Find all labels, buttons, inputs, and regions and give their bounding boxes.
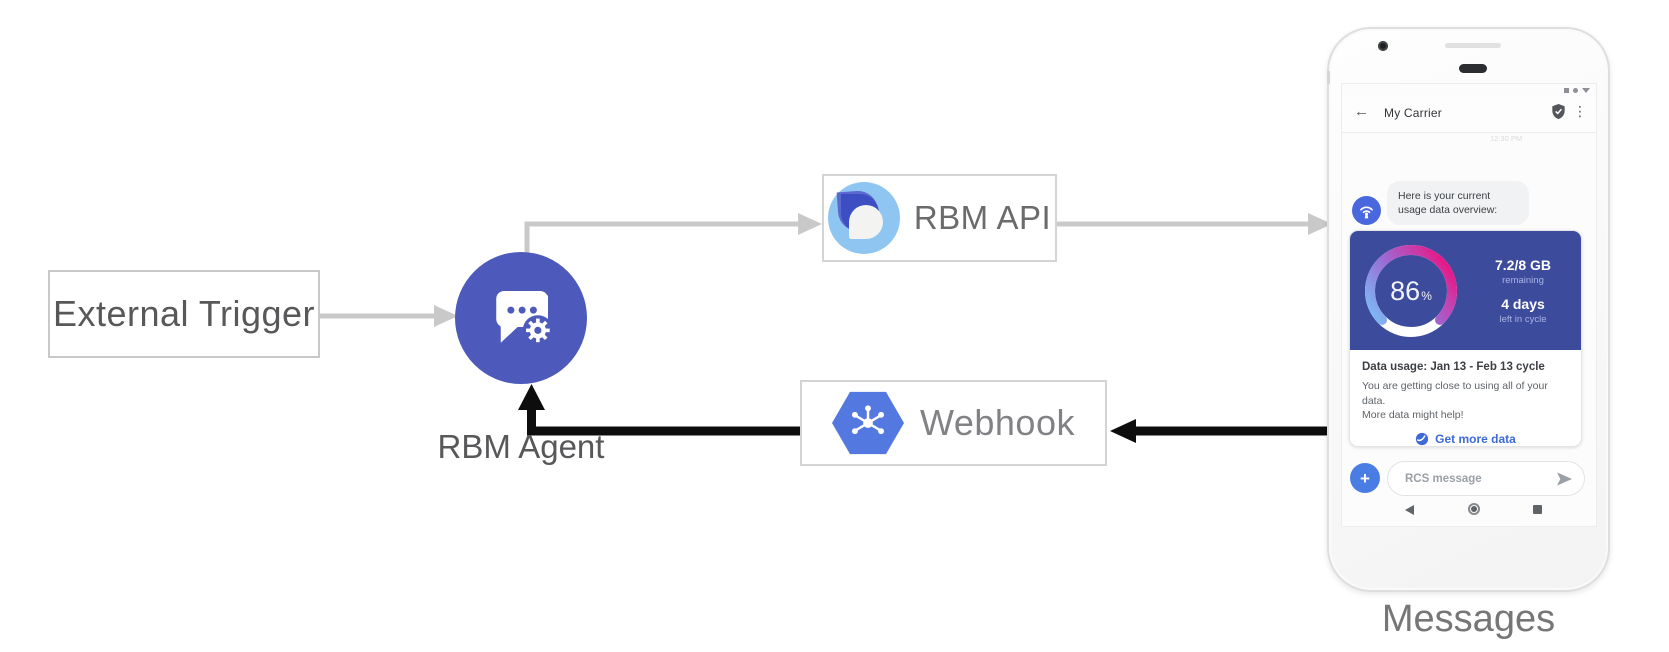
back-arrow-icon[interactable]: ← — [1354, 103, 1369, 120]
message-timestamp: 12:30 PM — [1490, 134, 1523, 143]
shield-check-icon — [1552, 104, 1565, 120]
connector-phone-to-webhook — [1110, 419, 1340, 443]
get-more-data-button[interactable]: Get more data — [1362, 432, 1569, 446]
webhook-label: Webhook — [920, 402, 1075, 443]
rcs-message-input[interactable] — [1403, 462, 1547, 496]
chat-header: ← My Carrier ⋮ — [1342, 96, 1596, 133]
usage-metrics: 7.2/8 GB remaining 4 days left in cycle — [1468, 231, 1578, 350]
webhook-hexagon-icon — [832, 391, 905, 455]
android-nav-bar — [1342, 501, 1596, 521]
compose-plus-button[interactable]: + — [1350, 463, 1380, 493]
data-remaining-label: remaining — [1502, 274, 1544, 286]
usage-card: 86% 7.2/8 GB remaining 4 days left in cy… — [1349, 230, 1582, 447]
data-remaining-value: 7.2/8 GB — [1494, 256, 1552, 273]
status-square-icon — [1564, 88, 1569, 93]
external-trigger-node: External Trigger — [48, 270, 320, 358]
status-triangle-icon — [1582, 88, 1590, 93]
sim-tray-mark — [1327, 71, 1330, 84]
rbm-api-label: RBM API — [913, 199, 1052, 236]
earpiece — [1459, 64, 1487, 73]
agent-message-bubble: Here is your current usage data overview… — [1387, 181, 1529, 226]
rbm-agent-node — [455, 252, 587, 384]
usage-gauge: 86% — [1361, 241, 1461, 341]
carrier-avatar — [1352, 196, 1381, 225]
gauge-value: 86% — [1390, 275, 1432, 306]
usage-card-title: Data usage: Jan 13 - Feb 13 cycle — [1362, 361, 1545, 373]
camera-icon — [1378, 41, 1388, 51]
globe-icon — [1416, 432, 1429, 446]
send-icon[interactable] — [1556, 471, 1573, 487]
days-left-value: 4 days — [1501, 295, 1545, 312]
phone-caption: Messages — [1381, 598, 1556, 640]
days-left-label: left in cycle — [1499, 313, 1547, 325]
phone-screen: ← My Carrier ⋮ 12:30 PM Here is your cur… — [1341, 83, 1597, 527]
phone-mockup: ← My Carrier ⋮ 12:30 PM Here is your cur… — [1327, 27, 1610, 592]
usage-card-gauge-panel: 86% 7.2/8 GB remaining 4 days left in cy… — [1350, 231, 1581, 350]
chat-bubble-gear-icon — [496, 291, 554, 346]
rbm-api-node: RBM API — [822, 174, 1057, 262]
rbm-api-logo-icon — [827, 182, 900, 254]
rbm-agent-label: RBM Agent — [437, 428, 605, 465]
status-circle-icon — [1573, 88, 1578, 93]
message-input-container — [1387, 461, 1585, 496]
status-bar — [1564, 88, 1590, 93]
chat-title: My Carrier — [1384, 106, 1442, 120]
external-trigger-label: External Trigger — [52, 293, 316, 334]
speaker-slot — [1445, 43, 1501, 48]
usage-card-body-line1: You are getting close to using all of yo… — [1362, 380, 1548, 407]
nav-overview-icon[interactable] — [1533, 505, 1542, 514]
webhook-node: Webhook — [800, 380, 1107, 466]
connector-agent-to-api — [524, 213, 822, 254]
get-more-data-label: Get more data — [1435, 432, 1516, 447]
usage-card-body-line2: More data might help! — [1362, 409, 1464, 422]
connector-webhook-to-agent — [518, 384, 800, 436]
connector-api-to-phone — [1057, 213, 1332, 235]
connector-trigger-to-agent — [320, 305, 458, 327]
kebab-menu-icon[interactable]: ⋮ — [1573, 103, 1587, 119]
nav-home-icon[interactable] — [1468, 503, 1480, 515]
usage-card-details: Data usage: Jan 13 - Feb 13 cycle You ar… — [1350, 350, 1581, 446]
carrier-broadcast-icon — [1360, 206, 1373, 219]
nav-back-icon[interactable] — [1405, 505, 1414, 515]
